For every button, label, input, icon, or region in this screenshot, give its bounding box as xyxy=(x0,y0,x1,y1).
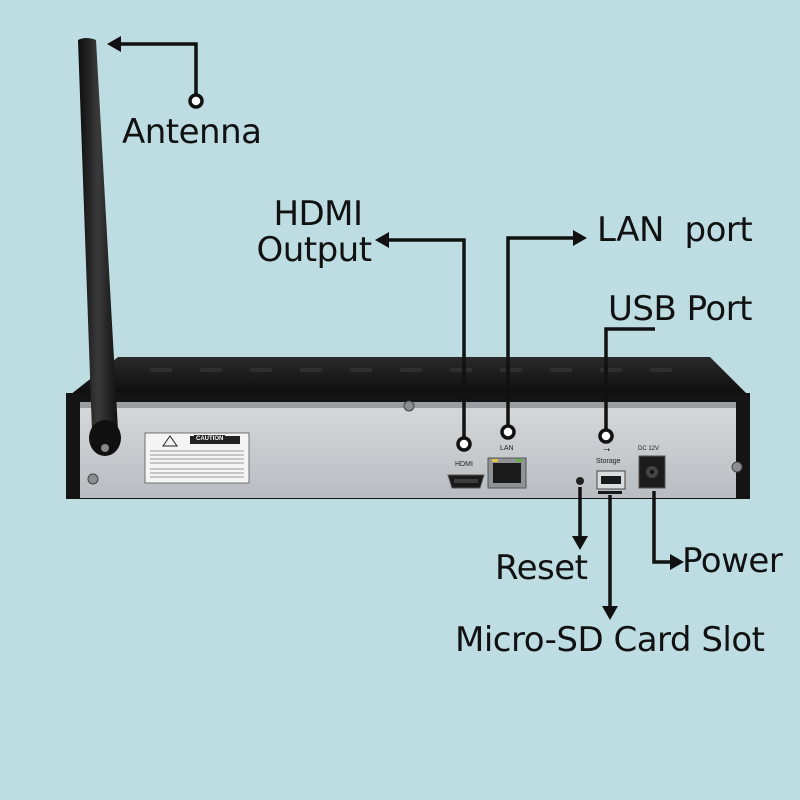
arrowhead-microsd xyxy=(602,606,618,620)
label-usb-port: USB Port xyxy=(608,289,753,329)
callout-antenna-line xyxy=(115,42,198,97)
callouts xyxy=(115,42,676,612)
callout-hdmi-line xyxy=(384,238,466,440)
endpoint-lan xyxy=(500,424,516,440)
power-jack xyxy=(638,455,666,489)
endpoint-antenna xyxy=(188,93,204,109)
callout-endpoints xyxy=(188,93,614,452)
hdmi-port xyxy=(447,474,485,489)
arrowhead-antenna xyxy=(107,36,121,52)
port-mark-storage: Storage xyxy=(596,458,621,465)
label-hdmi-line1: HDMI xyxy=(273,194,363,234)
reset-hole xyxy=(576,477,584,485)
arrowhead-lan xyxy=(573,230,587,246)
screw-right xyxy=(731,461,743,473)
screw-top xyxy=(403,400,415,412)
endpoint-usb xyxy=(598,428,614,444)
port-mark-lan: LAN xyxy=(500,445,514,452)
top-vents xyxy=(150,368,672,372)
caution-title: CAUTION xyxy=(194,435,226,443)
callout-power-line xyxy=(652,491,676,564)
device-top-surface xyxy=(70,357,748,395)
callout-lan-line xyxy=(506,236,578,428)
antenna-base xyxy=(89,420,121,456)
label-hdmi-output: HDMI Output xyxy=(252,196,376,268)
label-reset: Reset xyxy=(495,548,588,588)
port-mark-hdmi: HDMI xyxy=(455,461,473,468)
usb-port xyxy=(596,470,626,490)
nvr-body: ⭢ xyxy=(66,357,750,499)
port-mark-dc: DC 12V xyxy=(638,446,660,452)
label-hdmi-line2: Output xyxy=(256,230,372,270)
label-lan-port: LAN port xyxy=(597,210,753,250)
antenna xyxy=(78,38,121,456)
screw-left xyxy=(87,473,99,485)
arrowhead-hdmi xyxy=(375,232,389,248)
label-antenna: Antenna xyxy=(122,112,262,152)
callout-arrowheads xyxy=(107,36,684,620)
callout-usb-line xyxy=(604,327,655,432)
lan-port xyxy=(487,457,527,489)
usb-symbol-icon: ⭢ xyxy=(603,445,610,455)
label-power: Power xyxy=(682,541,783,581)
endpoint-hdmi xyxy=(456,436,472,452)
arrowhead-reset xyxy=(572,536,588,550)
arrowhead-power xyxy=(670,554,684,570)
label-microsd: Micro-SD Card Slot xyxy=(455,620,765,660)
antenna-rod xyxy=(78,38,118,436)
microsd-slot xyxy=(598,491,622,494)
